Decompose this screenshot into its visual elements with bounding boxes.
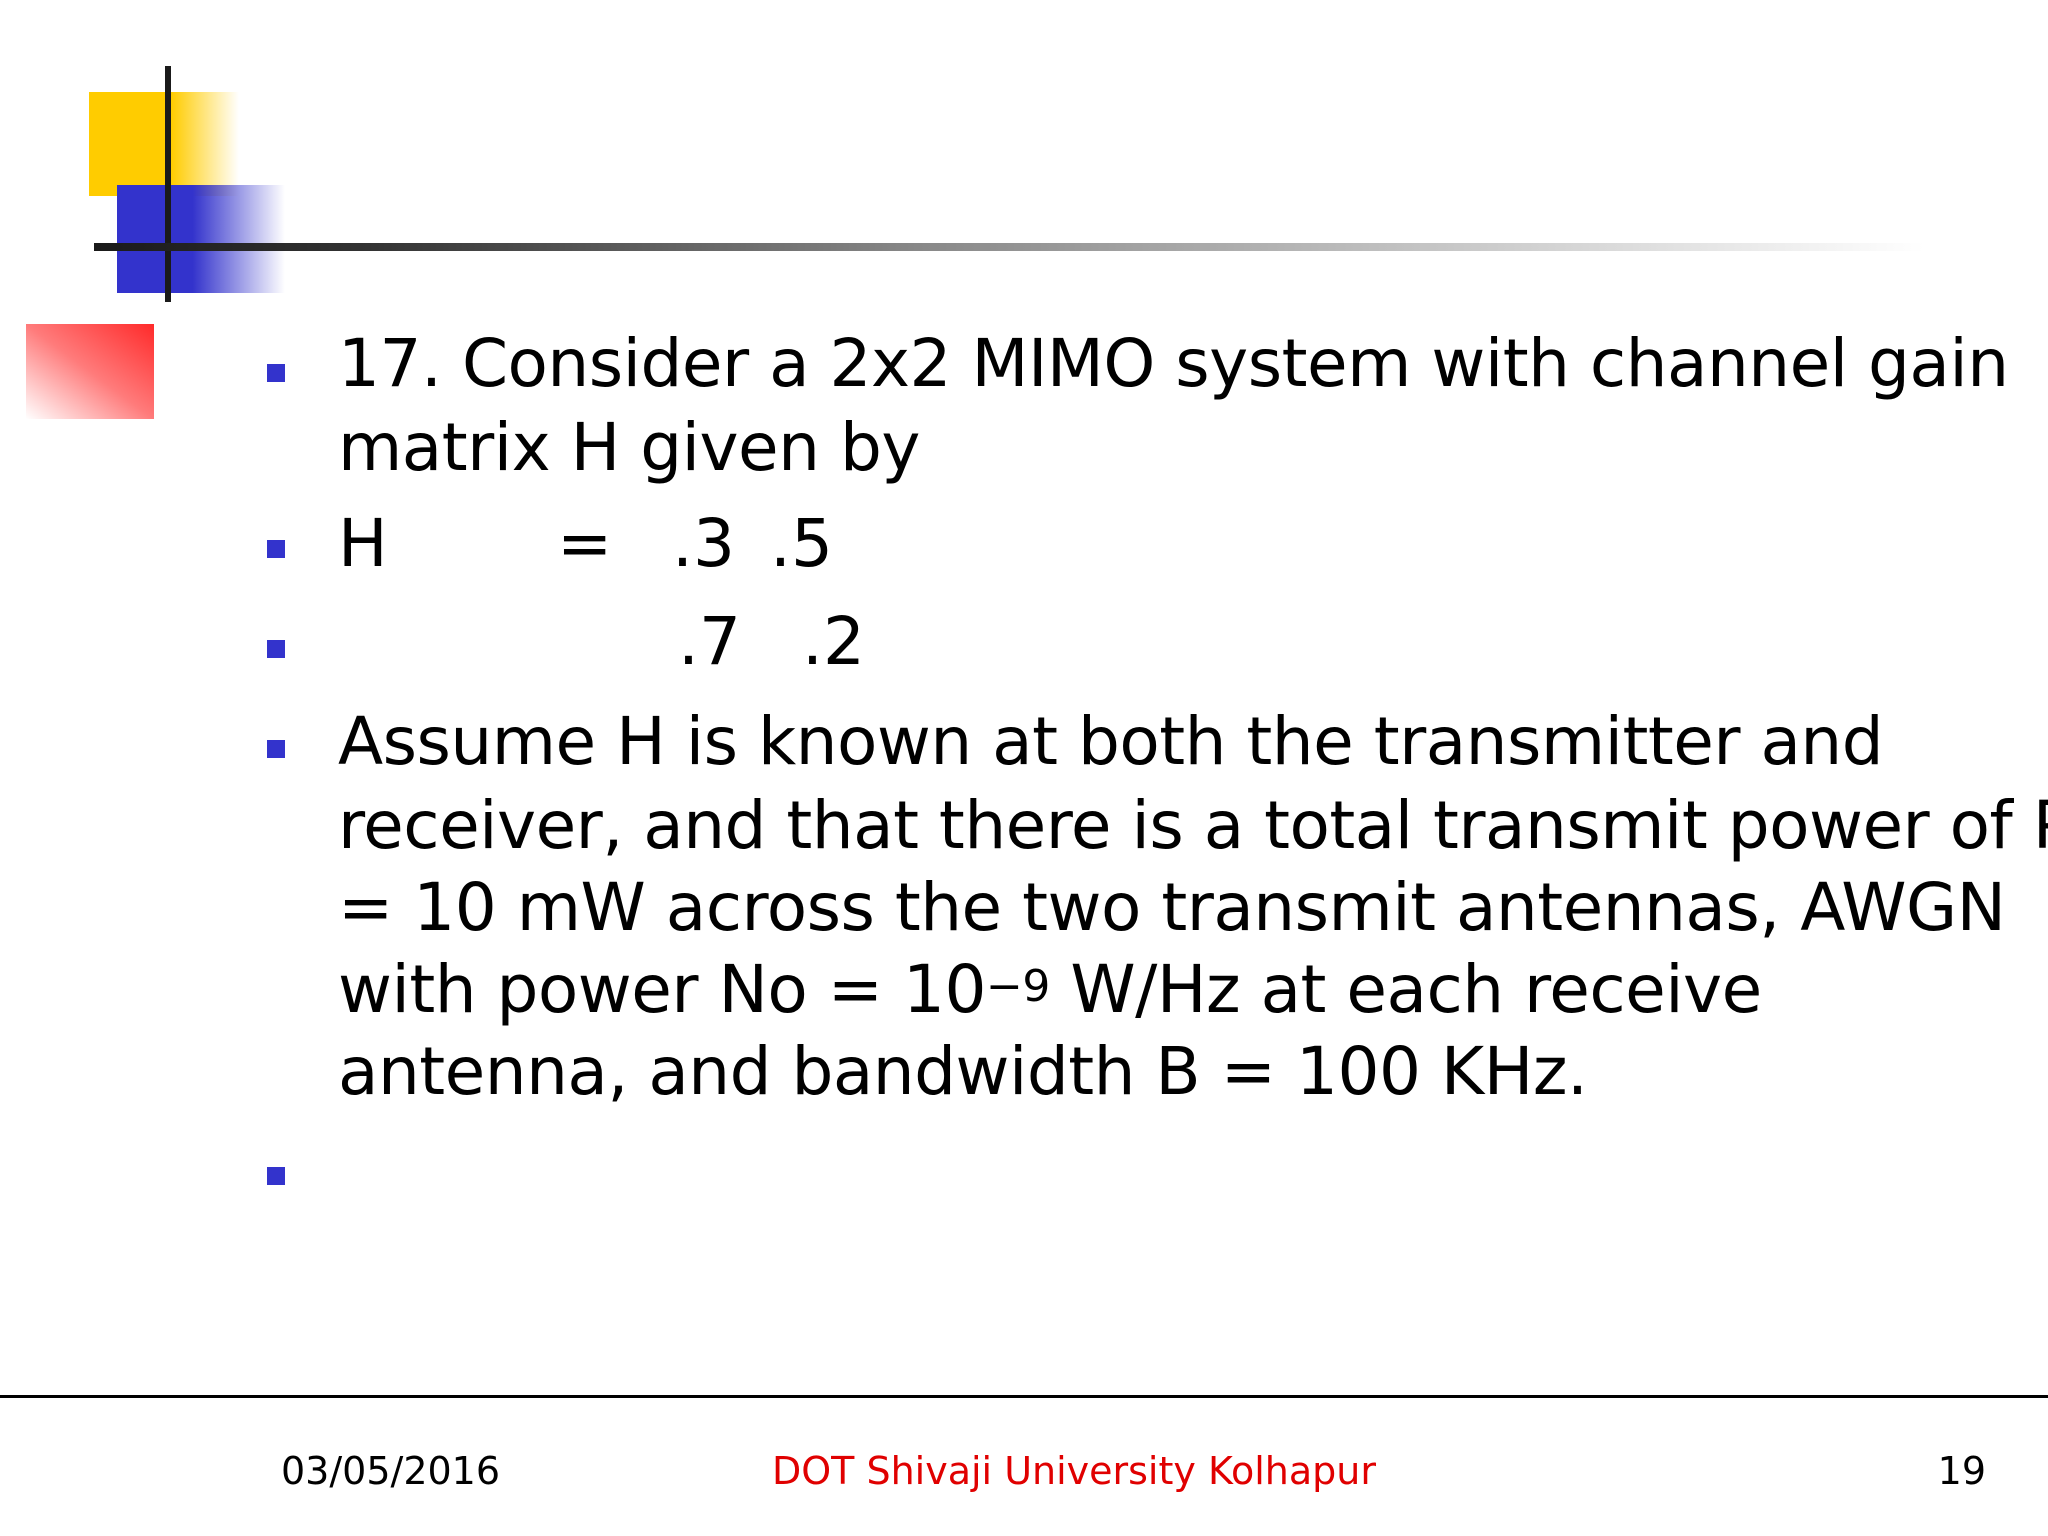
item1-line1: 17. Consider a 2x2 MIMO system with chan…: [338, 325, 2009, 402]
item4-line5: antenna, and bandwidth B = 100 KHz.: [338, 1033, 1588, 1110]
item4-line4-post: W/Hz at each receive: [1049, 951, 1762, 1028]
item4-line4: with power No = 10−9 W/Hz at each receiv…: [338, 948, 1762, 1032]
matrix-cell: .3: [672, 505, 735, 582]
item4-line4-exponent: −9: [985, 961, 1050, 1012]
matrix-cell: .7: [678, 603, 741, 680]
bullet-square-icon: [267, 740, 285, 758]
decor-yellow-square: [89, 92, 239, 196]
item1-line2: matrix H given by: [338, 409, 920, 486]
item4-line3: = 10 mW across the two transmit antennas…: [338, 869, 2006, 946]
bullet-square-icon: [267, 364, 285, 382]
item4-line4-pre: with power No = 10: [338, 951, 986, 1028]
matrix-cell: .2: [802, 603, 865, 680]
bullet-square-icon: [267, 1167, 285, 1185]
matrix-label: H: [338, 505, 388, 582]
matrix-equals: =: [557, 505, 613, 582]
footer-institution: DOT Shivaji University Kolhapur: [772, 1449, 1376, 1493]
decor-title-rule: [94, 243, 1924, 251]
item4-line1: Assume H is known at both the transmitte…: [338, 703, 1884, 780]
footer-date: 03/05/2016: [281, 1449, 501, 1493]
decor-blue-square: [117, 185, 285, 293]
decor-red-square: [26, 324, 154, 419]
footer-page-number: 19: [1937, 1449, 1986, 1493]
footer-divider: [0, 1395, 2048, 1398]
matrix-cell: .5: [770, 505, 833, 582]
bullet-square-icon: [267, 640, 285, 658]
item4-line2: receiver, and that there is a total tran…: [338, 787, 2048, 864]
decor-vertical-line: [165, 66, 171, 302]
bullet-square-icon: [267, 540, 285, 558]
